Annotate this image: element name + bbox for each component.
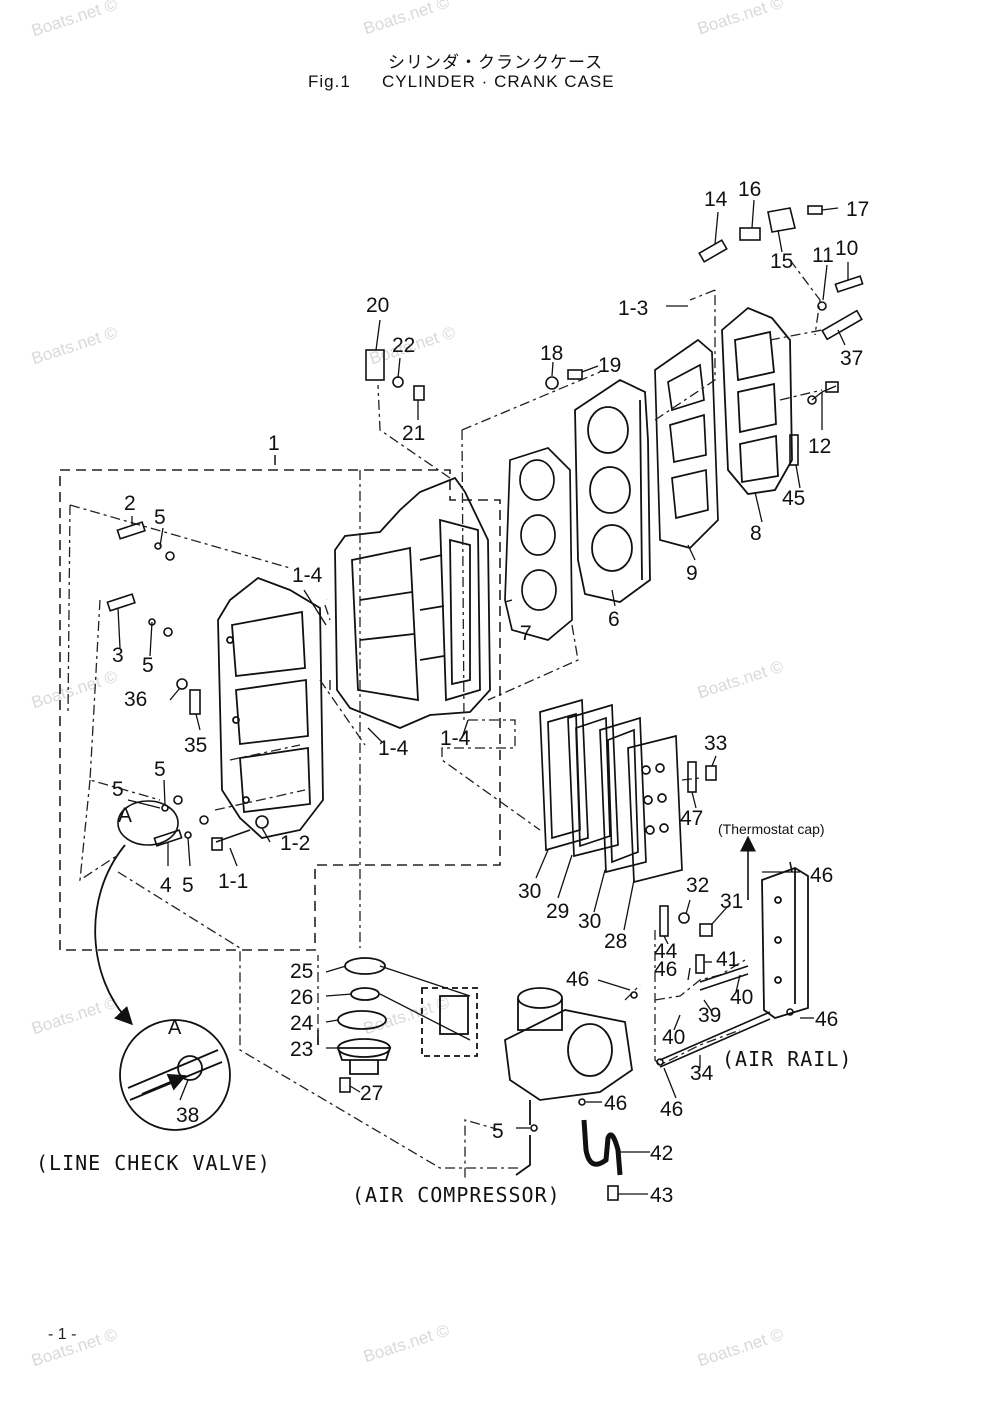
part-label: 32 <box>686 874 709 897</box>
crankcase-block <box>334 476 491 729</box>
part-label: 21 <box>402 422 425 445</box>
part-label: 5 <box>182 874 194 897</box>
page-number: - 1 - <box>48 1326 77 1343</box>
part-label: 5 <box>154 506 166 529</box>
part-label: 22 <box>392 334 415 357</box>
part-label: 15 <box>770 250 793 273</box>
part-label: 19 <box>598 354 621 377</box>
part-label: 44 <box>654 940 678 963</box>
part-label: 8 <box>750 522 762 545</box>
part-label: 43 <box>650 1184 673 1207</box>
part-label: 46 <box>566 968 589 991</box>
captions: (LINE CHECK VALVE) (AIR COMPRESSOR) (AIR… <box>36 821 852 1207</box>
part-label: 36 <box>124 688 147 711</box>
assembly-lines <box>67 259 823 1180</box>
part-label: 29 <box>546 900 569 923</box>
part-label: 2 <box>124 492 136 515</box>
part-label: 5 <box>492 1120 504 1143</box>
part-label: 28 <box>604 930 627 953</box>
gasket-7 <box>504 447 573 641</box>
part-label: 31 <box>720 890 743 913</box>
cylinder-head-left <box>217 576 324 839</box>
caption-detail-a: A <box>168 1017 182 1039</box>
part-label: 41 <box>716 948 739 971</box>
detail-pointer-arrow <box>94 844 133 1026</box>
part-label: 1-1 <box>218 870 248 893</box>
air-compressor-body <box>504 987 633 1176</box>
part-label: 18 <box>540 342 563 365</box>
figure-title: CYLINDER · CRANK CASE <box>382 72 615 91</box>
part-label: 17 <box>846 198 869 221</box>
part-label: 25 <box>290 960 313 983</box>
part-label: 1-3 <box>618 297 648 320</box>
part-label: 7 <box>520 622 532 645</box>
part-label: 5 <box>112 778 124 801</box>
part-label: 1-4 <box>292 564 323 587</box>
gasket-9 <box>654 338 719 549</box>
part-label: 5 <box>154 758 166 781</box>
part-label: 3 <box>112 644 124 667</box>
part-label: 12 <box>808 435 831 458</box>
part-label: 20 <box>366 294 389 317</box>
part-label: 33 <box>704 732 727 755</box>
detail-a-view <box>119 1019 231 1131</box>
leader-lines <box>117 199 849 1195</box>
part-label: 40 <box>730 986 753 1009</box>
part-label: 30 <box>578 910 601 933</box>
part-label: 5 <box>142 654 154 677</box>
part-label: 16 <box>738 178 761 201</box>
part-label: 11 <box>812 244 834 267</box>
part-label: 35 <box>184 734 207 757</box>
part-number-labels: 1 1-1 1-2 1-3 1-4 1-4 1-4 1-4 2 3 4 5 5 … <box>112 178 869 1207</box>
part-label: 14 <box>704 188 728 211</box>
exhaust-plate-stack <box>539 698 683 884</box>
part-label: 34 <box>690 1062 714 1085</box>
part-label: 46 <box>660 1098 683 1121</box>
part-label: 1 <box>268 432 280 455</box>
part-label: 37 <box>840 347 863 370</box>
caption-air-rail: (AIR RAIL) <box>722 1047 852 1071</box>
part-label: 5 <box>526 1123 527 1125</box>
callout-a-circle <box>117 800 179 846</box>
part-label: 23 <box>290 1038 313 1061</box>
part-label: 40 <box>662 1026 685 1049</box>
figure-number: Fig.1 <box>308 72 351 91</box>
part-label: 10 <box>835 237 858 260</box>
caption-thermostat-cap: (Thermostat cap) <box>718 821 825 837</box>
part-label: 1-4 <box>326 599 328 601</box>
exhaust-cover-8 <box>721 306 793 495</box>
part-label: 45 <box>782 487 805 510</box>
cylinder-head-6 <box>574 378 651 603</box>
caption-line-check-valve: (LINE CHECK VALVE) <box>36 1151 271 1175</box>
part-label: 6 <box>608 608 620 631</box>
part-label: A <box>118 804 132 827</box>
part-label: 27 <box>360 1082 383 1105</box>
part-label: 47 <box>680 807 703 830</box>
part-label: 30 <box>518 880 541 903</box>
part-label: 46 <box>815 1008 838 1031</box>
part-label: 9 <box>686 562 698 585</box>
part-label: 46 <box>810 864 833 887</box>
caption-air-compressor: (AIR COMPRESSOR) <box>352 1183 561 1207</box>
air-rail-body <box>761 867 809 1019</box>
part-label: 42 <box>650 1142 673 1165</box>
part-label: 1-4 <box>440 727 471 750</box>
part-label: 24 <box>290 1012 314 1035</box>
title-japanese: シリンダ・クランクケース <box>388 53 604 72</box>
part-label: 26 <box>290 986 313 1009</box>
part-label: 1-4 <box>378 737 409 760</box>
part-label: 4 <box>160 874 172 897</box>
part-label: 46 <box>604 1092 627 1115</box>
part-label: 39 <box>698 1004 721 1027</box>
part-label: 46 <box>654 958 677 981</box>
part-label: 1-2 <box>280 832 310 855</box>
part-label: 38 <box>176 1104 199 1127</box>
